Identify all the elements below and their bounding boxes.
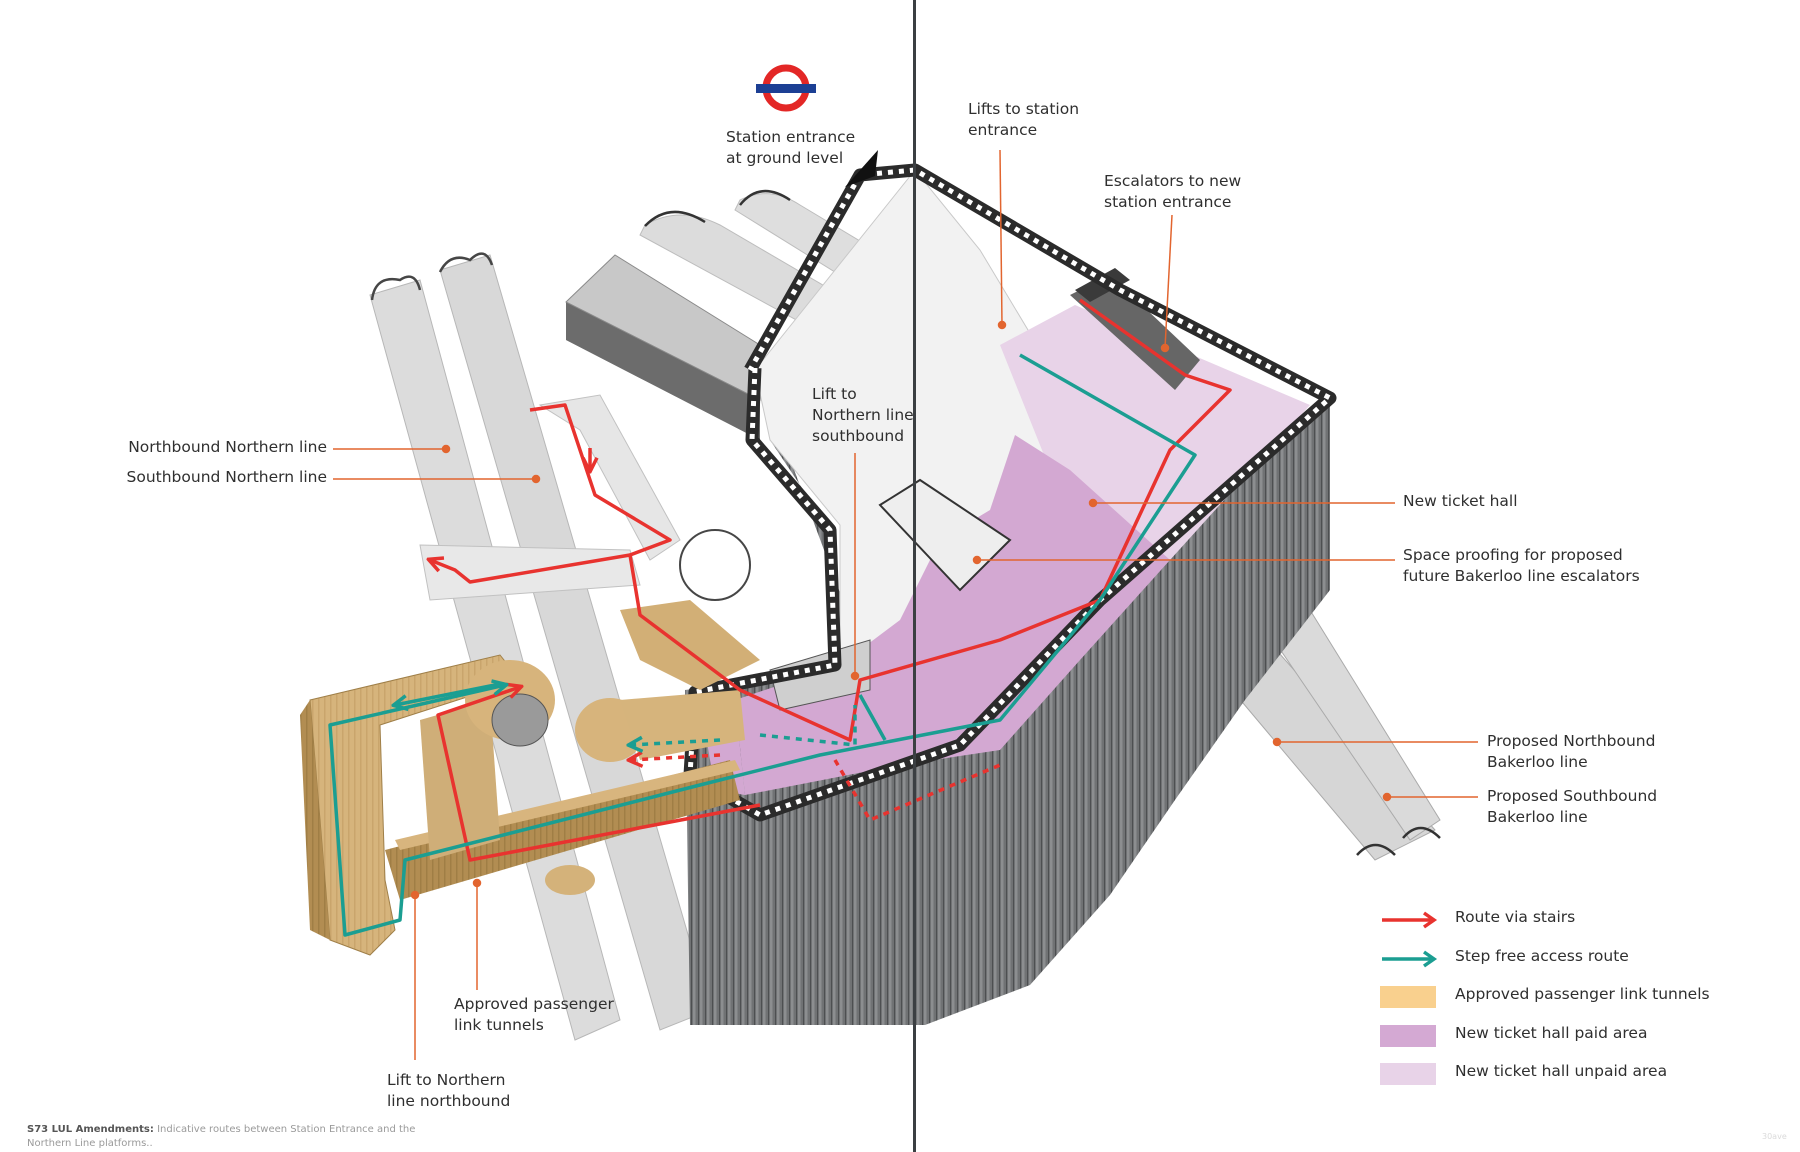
- leader-lines: [333, 149, 1478, 1060]
- piled-perimeter: [683, 163, 1337, 822]
- underground-roundel-icon: [756, 64, 816, 112]
- legend-label: New ticket hall paid area: [1455, 1023, 1648, 1042]
- legend-item-step-free-route: Step free access route: [1380, 944, 1760, 983]
- label-line: Lift to Northern: [387, 1071, 506, 1089]
- label-line: Approved passenger: [454, 995, 614, 1013]
- label-line: entrance: [968, 121, 1038, 139]
- label-space-proofing: Space proofing for proposed future Baker…: [1403, 545, 1640, 587]
- label-line: Escalators to new: [1104, 172, 1242, 190]
- label-lift-to-northern-southbound: Lift to Northern line southbound: [812, 384, 914, 447]
- label-lift-to-northern-northbound: Lift to Northern line northbound: [387, 1070, 510, 1112]
- page-mark: 30ave: [1762, 1132, 1787, 1141]
- red-arrow-icon: [1382, 911, 1438, 929]
- label-approved-link-tunnels: Approved passenger link tunnels: [454, 994, 614, 1036]
- label-line: Station entrance: [726, 128, 856, 146]
- caption-text: Indicative routes between Station Entran…: [27, 1124, 416, 1149]
- light-purple-swatch: [1380, 1063, 1436, 1085]
- label-line: line northbound: [387, 1092, 511, 1110]
- label-line: Lifts to station: [968, 100, 1080, 118]
- label-line: at ground level: [726, 149, 844, 167]
- legend-label: Step free access route: [1455, 946, 1629, 965]
- label-lifts-to-station-entrance: Lifts to station entrance: [968, 99, 1079, 141]
- legend-label: Route via stairs: [1455, 908, 1576, 926]
- label-line: Lift to: [812, 385, 857, 403]
- label-line: Proposed Northbound: [1487, 732, 1656, 750]
- north-arrow-icon: [845, 150, 878, 187]
- legend: Route via stairs Step free access route …: [1380, 905, 1760, 1098]
- existing-box-structure: [565, 254, 761, 440]
- route-via-stairs-lines: [430, 298, 1232, 862]
- label-southbound-northern-line: Southbound Northern line: [126, 468, 328, 486]
- label-line: future Bakerloo line escalators: [1403, 567, 1640, 585]
- label-station-entrance: Station entrance at ground level: [726, 127, 855, 169]
- label-line: Bakerloo line: [1487, 808, 1588, 826]
- approved-link-tunnels: [300, 600, 760, 956]
- label-line: Proposed Southbound: [1487, 787, 1658, 805]
- teal-arrow-icon: [1382, 950, 1438, 967]
- label-northbound-northern-line: Northbound Northern line: [128, 438, 327, 456]
- purple-swatch: [1380, 1024, 1436, 1047]
- label-line: Space proofing for proposed: [1403, 546, 1623, 564]
- legend-item-route-via-stairs: Route via stairs: [1380, 905, 1760, 944]
- label-proposed-northbound-bakerloo: Proposed Northbound Bakerloo line: [1487, 731, 1655, 773]
- tan-swatch: [1380, 986, 1436, 1008]
- legend-item-paid-area: New ticket hall paid area: [1380, 1021, 1760, 1060]
- legend-label: New ticket hall unpaid area: [1455, 1062, 1668, 1080]
- page-divider: [913, 0, 916, 1152]
- label-line: link tunnels: [454, 1016, 544, 1034]
- label-line: southbound: [812, 427, 905, 445]
- legend-item-link-tunnels: Approved passenger link tunnels: [1380, 982, 1760, 1021]
- caption-title: S73 LUL Amendments:: [27, 1124, 154, 1135]
- label-escalators-to-new-entrance: Escalators to new station entrance: [1104, 171, 1241, 213]
- label-new-ticket-hall: New ticket hall: [1403, 492, 1518, 510]
- step-free-route-lines: [328, 353, 1197, 937]
- legend-item-unpaid-area: New ticket hall unpaid area: [1380, 1059, 1760, 1098]
- ticket-hall-piled-wall: [685, 365, 1330, 1025]
- label-proposed-southbound-bakerloo: Proposed Southbound Bakerloo line: [1487, 786, 1657, 828]
- figure-caption: S73 LUL Amendments: Indicative routes be…: [27, 1123, 427, 1151]
- legend-label: Approved passenger link tunnels: [1455, 985, 1710, 1003]
- label-line: Northern line: [812, 406, 914, 424]
- label-line: Bakerloo line: [1487, 753, 1588, 771]
- label-line: station entrance: [1104, 193, 1232, 211]
